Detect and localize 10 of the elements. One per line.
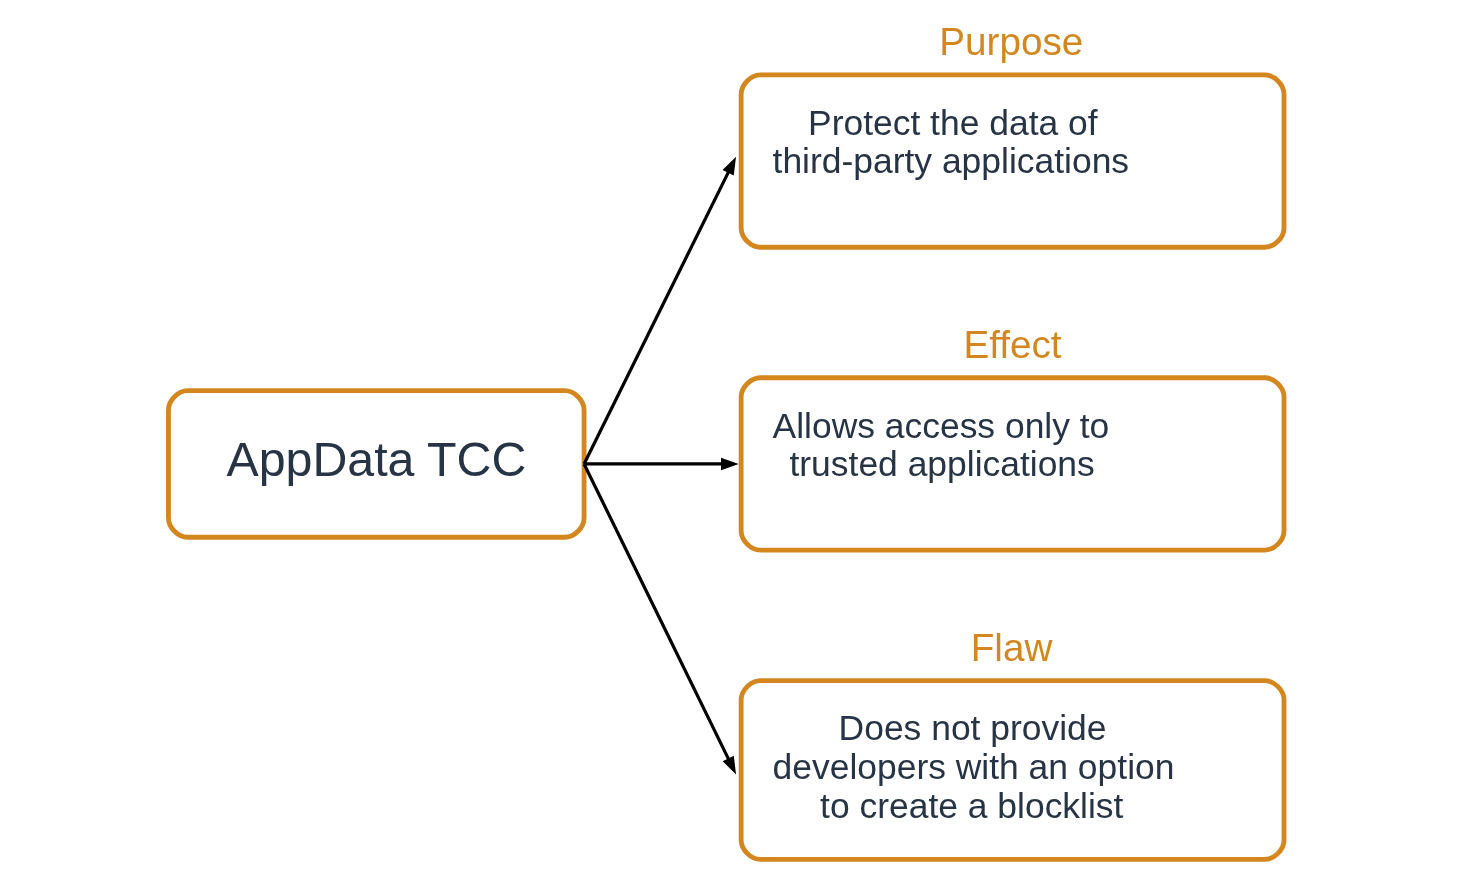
node-box: AppData TCC xyxy=(165,388,586,540)
node-box: Allows access only to trusted applications xyxy=(738,375,1286,553)
arrow xyxy=(582,463,736,775)
node-box: Does not provide developers with an option to create a blocklist xyxy=(738,678,1286,862)
node-label: Purpose xyxy=(938,20,1083,64)
node-label: Flaw xyxy=(970,625,1052,669)
arrow xyxy=(582,156,736,465)
arrow xyxy=(583,457,739,471)
node-label: Effect xyxy=(962,322,1062,366)
node-box: Protect the data of third-party applications xyxy=(738,72,1286,250)
